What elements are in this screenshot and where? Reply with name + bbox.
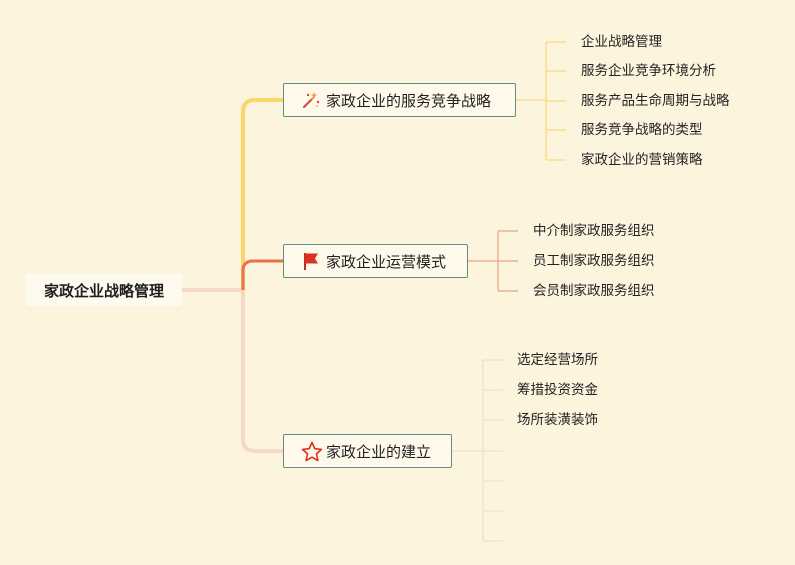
leaf-topic[interactable]: 服务竞争战略的类型 [581,122,703,138]
branch-1-connector [241,98,283,290]
leaf-topic[interactable]: 员工制家政服务组织 [533,253,655,269]
leaf-topic[interactable]: 场所装潢装饰 [517,412,598,428]
branch-topic-service-strategy[interactable]: 家政企业的服务竞争战略 [283,83,516,117]
branch-topic-label: 家政企业运营模式 [326,252,447,271]
leaf-topic[interactable]: 服务企业竞争环境分析 [581,63,716,79]
star-outline-icon [301,441,323,462]
root-topic-label: 家政企业战略管理 [43,281,164,300]
root-topic[interactable]: 家政企业战略管理 [26,274,182,306]
branch-1-child-lines [516,41,566,161]
leaf-topic[interactable]: 服务产品生命周期与战略 [581,93,730,109]
leaf-topic[interactable]: 企业战略管理 [581,34,662,50]
leaf-topic[interactable]: 家政企业的营销策略 [581,152,703,168]
leaf-topic[interactable]: 筹措投资资金 [517,382,598,398]
red-flag-icon [301,251,321,271]
leaf-topic[interactable]: 中介制家政服务组织 [533,223,655,239]
branch-topic-label: 家政企业的服务竞争战略 [326,91,492,110]
magic-wand-icon [301,90,321,110]
branch-2-connector [241,259,283,290]
branch-3-connector [241,290,283,453]
branch-topic-establishment[interactable]: 家政企业的建立 [283,434,452,468]
leaf-topic[interactable]: 选定经营场所 [517,352,598,368]
branch-2-child-lines [468,230,518,292]
branch-3-child-lines [452,359,503,542]
branch-topic-label: 家政企业的建立 [326,442,432,461]
branch-topic-operation-mode[interactable]: 家政企业运营模式 [283,244,468,278]
leaf-topic[interactable]: 会员制家政服务组织 [533,283,655,299]
